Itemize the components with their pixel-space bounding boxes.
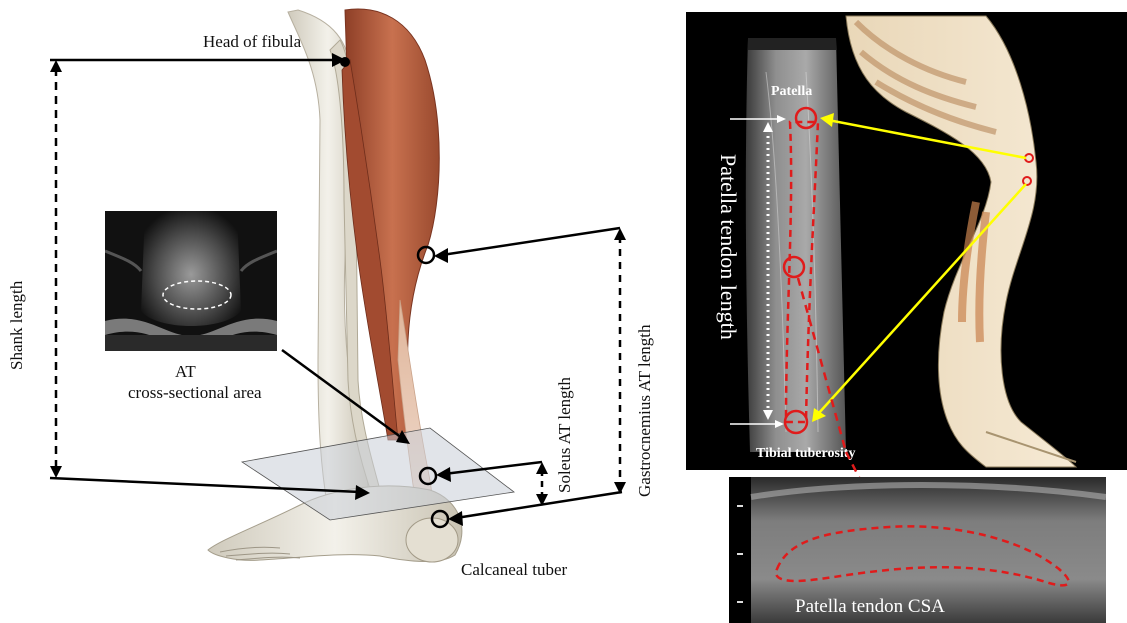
- lower-leg-diagram: Head of fibula Shank length AT cross-sec…: [0, 0, 680, 623]
- achilles-ultrasound-inset: [105, 211, 277, 351]
- soleus-at-length-label: Soleus AT length: [556, 377, 573, 493]
- gastrocnemius-at-length-label: Gastrocnemius AT length: [636, 325, 653, 498]
- cross-section-plane: [242, 428, 514, 520]
- tibial-tuberosity-label: Tibial tuberosity: [756, 446, 855, 462]
- patella-tendon-csa-ultrasound: Patella tendon CSA: [729, 477, 1106, 623]
- calcaneal-tuber-label: Calcaneal tuber: [461, 560, 567, 580]
- head-of-fibula-label: Head of fibula: [203, 32, 301, 52]
- cross-sectional-area-label: cross-sectional area: [128, 383, 262, 403]
- patella-tendon-csa-label: Patella tendon CSA: [795, 596, 945, 618]
- shank-length-label: Shank length: [8, 281, 25, 370]
- patella-ultrasound-strip: [746, 38, 846, 452]
- patella-label: Patella: [771, 84, 812, 100]
- patella-tendon-length-label: Patella tendon length: [715, 154, 741, 340]
- calcaneus: [406, 518, 458, 562]
- at-label: AT: [175, 362, 196, 382]
- lower-leg-illustration: [0, 0, 680, 623]
- patella-tendon-panel: Patella Tibial tuberosity Patella tendon…: [686, 12, 1127, 470]
